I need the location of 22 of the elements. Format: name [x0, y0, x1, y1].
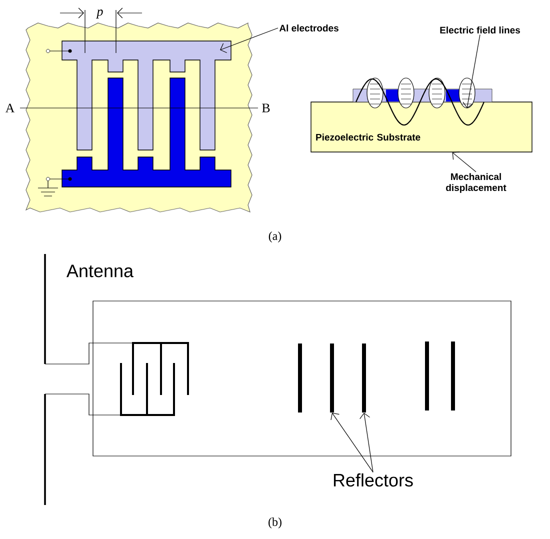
leader-line [462, 34, 480, 108]
antenna-label: Antenna [66, 264, 134, 278]
arrow [330, 412, 374, 472]
field-line-ellipse [458, 78, 476, 108]
section-letter: B [262, 104, 270, 112]
reflector-bar [362, 344, 366, 412]
figure-caption: (a) [268, 232, 282, 242]
callout-label: Al electrodes [279, 24, 338, 32]
arrow [360, 412, 374, 472]
figure-caption: (b) [268, 518, 282, 528]
section-letter: A [5, 104, 15, 112]
leader-line [452, 152, 476, 172]
pitch-label: p [96, 10, 103, 18]
reflector-bar [425, 342, 429, 410]
callout-label: Mechanical displacement [446, 173, 506, 193]
callout-label: Electric field lines [440, 26, 520, 34]
reflector-bar [451, 342, 455, 410]
reflectors-label: Reflectors [334, 473, 413, 487]
leader-line [220, 28, 278, 54]
reflector-bar [298, 344, 302, 412]
substrate-box: Piezoelectric Substrate [310, 102, 532, 152]
reflector-bar [330, 344, 334, 412]
